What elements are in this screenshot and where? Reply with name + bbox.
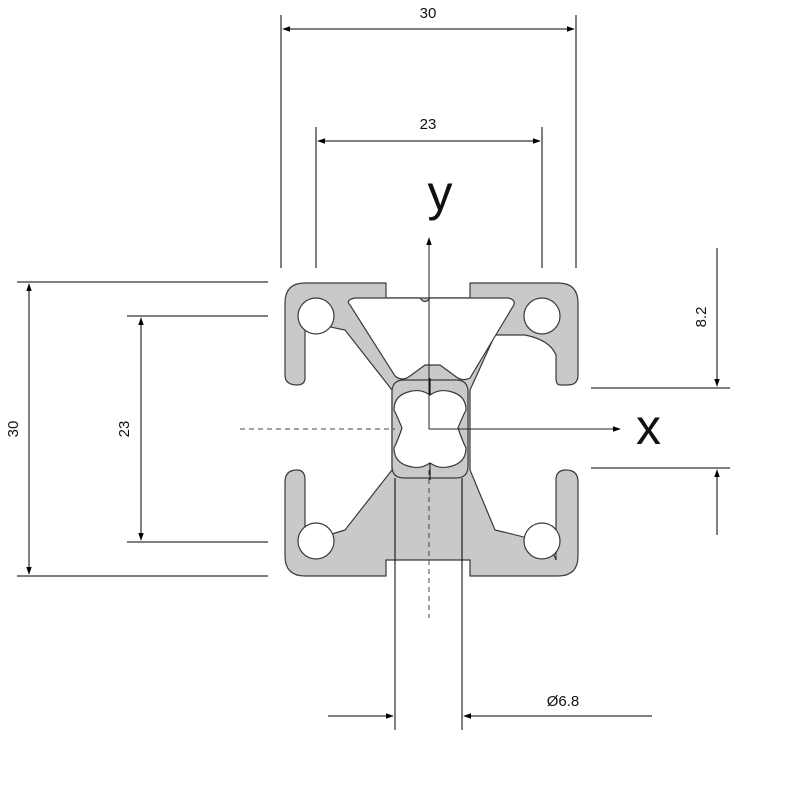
dimension-bore-diameter: Ø6.8	[328, 478, 652, 730]
dimension-slot-opening: 8.2	[591, 248, 730, 535]
slot-opening-label: 8.2	[693, 307, 710, 328]
y-axis-label: y	[428, 165, 453, 221]
dimension-outer-height: 30	[5, 281, 268, 577]
corner-bore-top-right	[523, 297, 561, 335]
inner-height-label: 23	[116, 421, 133, 438]
bore-diameter-label: Ø6.8	[547, 693, 580, 710]
outer-width-label: 30	[420, 5, 437, 22]
dimension-inner-height: 23	[116, 315, 268, 543]
x-axis-label: x	[636, 399, 661, 455]
corner-bore-top-left	[297, 297, 335, 335]
top-cavity	[347, 297, 515, 381]
dimension-outer-width: 30	[280, 5, 577, 268]
outer-height-label: 30	[5, 421, 22, 438]
corner-bore-bottom-right	[523, 522, 561, 560]
center-lines	[240, 428, 430, 618]
coordinate-axes: x y	[426, 165, 661, 455]
dimension-inner-width: 23	[315, 116, 543, 268]
corner-bore-bottom-left	[297, 522, 335, 560]
inner-width-label: 23	[420, 116, 437, 133]
